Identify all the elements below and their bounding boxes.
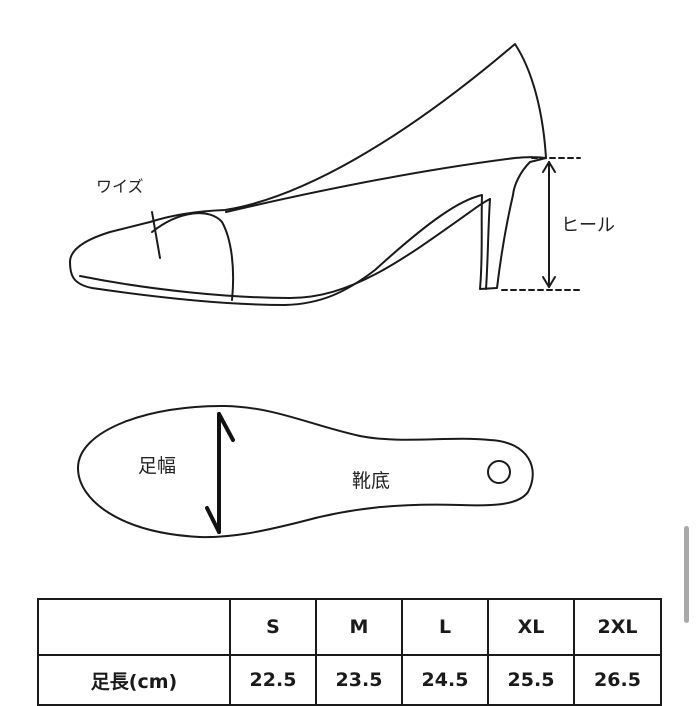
header-size-s: S	[229, 598, 317, 656]
header-size-l: L	[401, 598, 489, 656]
heel-inner-line	[485, 198, 491, 290]
insole-outline	[77, 404, 534, 539]
label-width: ワイズ	[96, 177, 144, 196]
label-sole: 靴底	[352, 470, 390, 492]
header-size-xl: XL	[487, 598, 575, 656]
heel-arrow-head-bottom	[542, 276, 556, 288]
foot-width-arrow-head-bottom	[205, 506, 221, 534]
size-table: S M L XL 2XL 足長(cm) 22.5 23.5 24.5 25.5 …	[37, 598, 662, 706]
foot-length-m: 23.5	[315, 654, 403, 706]
foot-width-arrow-head-top	[217, 412, 235, 442]
foot-length-l: 24.5	[401, 654, 489, 706]
header-size-2xl: 2XL	[573, 598, 662, 656]
shoe-outline	[69, 43, 547, 306]
foot-length-2xl: 26.5	[573, 654, 662, 706]
label-heel: ヒール	[561, 215, 615, 236]
row-label-foot-length: 足長(cm)	[37, 654, 231, 706]
width-marker	[151, 211, 161, 259]
size-table-header-row: S M L XL 2XL	[37, 598, 662, 656]
header-size-m: M	[315, 598, 403, 656]
toe-box-curve	[151, 212, 235, 301]
shoe-topline	[225, 156, 547, 213]
header-empty-cell	[37, 598, 231, 656]
shoe-size-diagram: ワイズ ヒール 足幅 靴底	[69, 43, 615, 539]
label-foot-width: 足幅	[138, 455, 176, 477]
foot-length-s: 22.5	[229, 654, 317, 706]
insole-eyelet	[487, 460, 511, 484]
heel-arrow-head-top	[542, 161, 556, 173]
table-row: 足長(cm) 22.5 23.5 24.5 25.5 26.5	[37, 654, 662, 706]
foot-length-xl: 25.5	[487, 654, 575, 706]
scrollbar-thumb[interactable]	[684, 526, 689, 623]
shoe-sole-line	[79, 198, 491, 299]
